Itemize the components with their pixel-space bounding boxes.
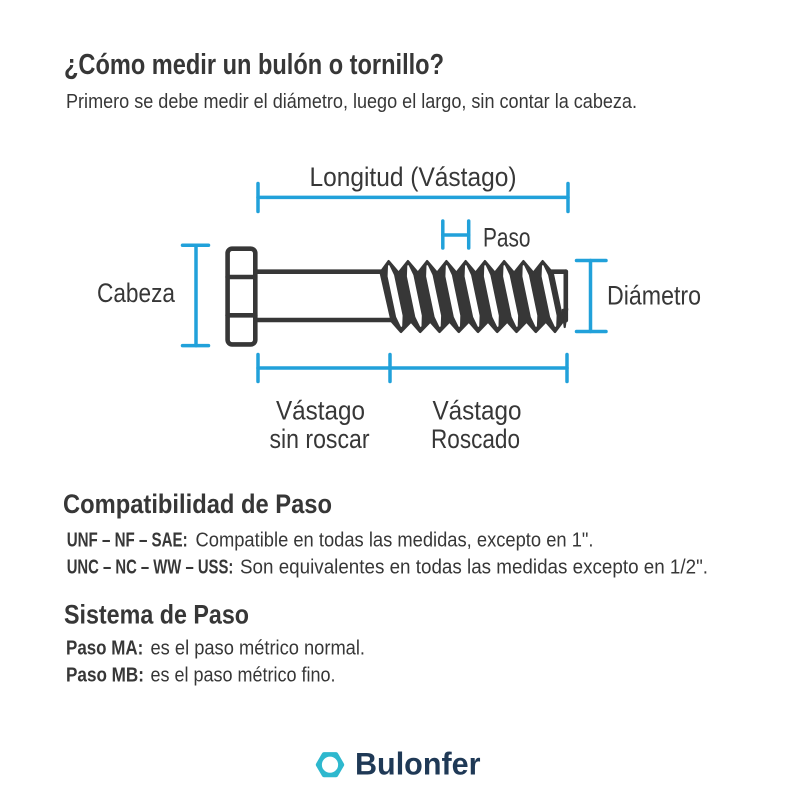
svg-text:¿Cómo medir un bulón o tornill: ¿Cómo medir un bulón o tornillo? bbox=[64, 49, 444, 81]
svg-text:Compatibilidad de Paso: Compatibilidad de Paso bbox=[63, 489, 332, 519]
svg-text:Primero se debe medir el diáme: Primero se debe medir el diámetro, luego… bbox=[66, 91, 637, 113]
svg-text:Paso MB:: Paso MB: bbox=[66, 665, 144, 687]
svg-text:Paso: Paso bbox=[483, 222, 531, 252]
svg-text:Vástago: Vástago bbox=[433, 396, 522, 426]
svg-text:Sistema de Paso: Sistema de Paso bbox=[64, 599, 249, 629]
svg-text:Roscado: Roscado bbox=[431, 424, 520, 454]
svg-text:Diámetro: Diámetro bbox=[607, 280, 701, 310]
svg-text:Bulonfer: Bulonfer bbox=[355, 746, 481, 782]
svg-text:Longitud (Vástago): Longitud (Vástago) bbox=[310, 162, 517, 192]
svg-text:UNF – NF – SAE:: UNF – NF – SAE: bbox=[67, 529, 188, 551]
svg-text:Son equivalentes en todas las: Son equivalentes en todas las medidas ex… bbox=[240, 557, 708, 579]
svg-text:Compatible en todas las medida: Compatible en todas las medidas, excepto… bbox=[196, 529, 594, 551]
svg-text:UNC – NC – WW – USS:: UNC – NC – WW – USS: bbox=[67, 557, 234, 579]
svg-text:Cabeza: Cabeza bbox=[97, 278, 176, 308]
svg-text:es el paso métrico normal.: es el paso métrico normal. bbox=[151, 638, 366, 660]
svg-text:Vástago: Vástago bbox=[276, 396, 365, 426]
svg-text:sin roscar: sin roscar bbox=[270, 424, 370, 454]
svg-text:es el paso métrico fino.: es el paso métrico fino. bbox=[151, 665, 336, 687]
svg-text:Paso MA:: Paso MA: bbox=[66, 638, 143, 660]
